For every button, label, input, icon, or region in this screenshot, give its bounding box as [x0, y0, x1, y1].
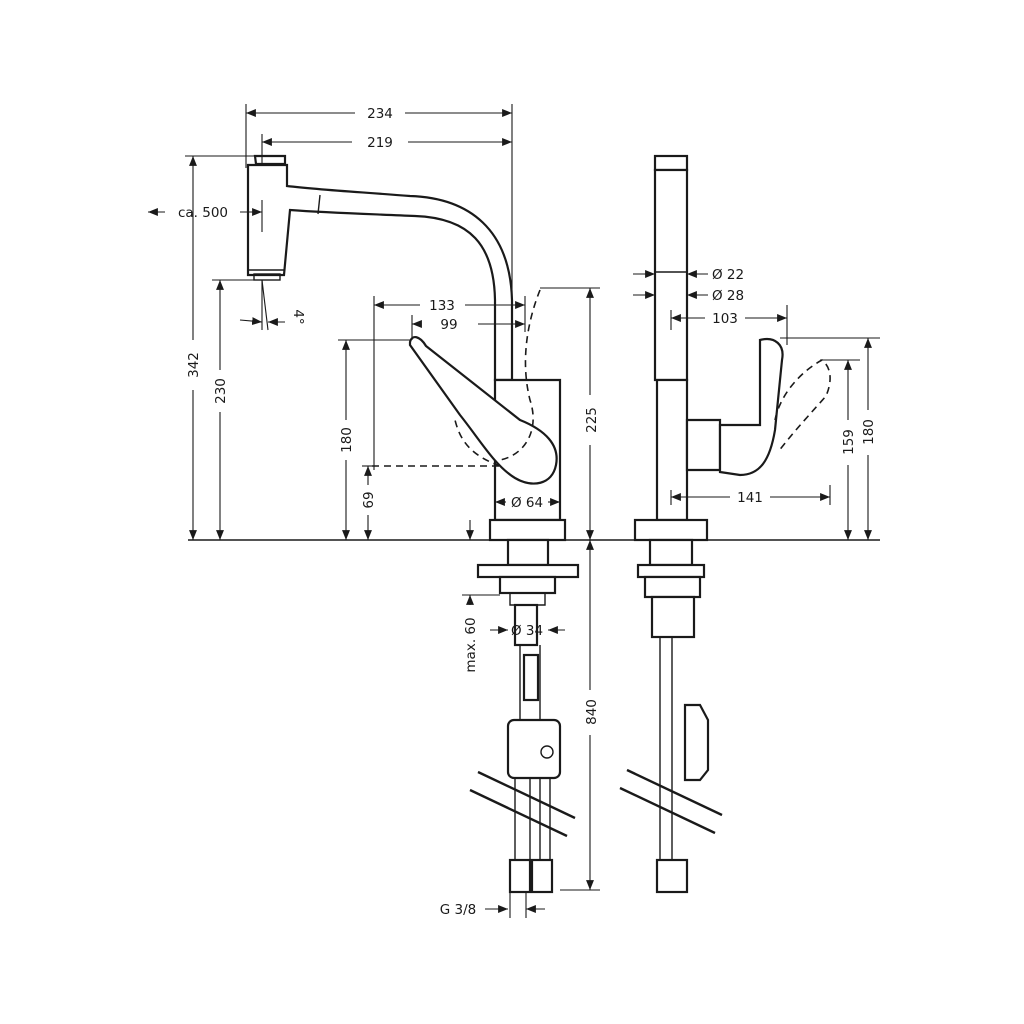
- dim-180-right: 180: [861, 419, 877, 445]
- weight-dot: [540, 745, 554, 759]
- dim-dia64: Ø 64: [511, 495, 543, 511]
- dimension-labels: 234 219 ca. 500 342 230 4° 133 99 180 69…: [178, 106, 877, 918]
- dim-103: 103: [712, 311, 738, 327]
- aerator: [253, 273, 281, 281]
- dim-840: 840: [584, 699, 600, 725]
- dimension-lines: [148, 104, 880, 918]
- front-body: [655, 378, 689, 522]
- front-connector: [655, 858, 689, 894]
- lever-alt-arc: [454, 419, 501, 467]
- front-shank: [650, 595, 696, 639]
- front-nut: [643, 575, 702, 599]
- faucet-base: [488, 518, 567, 542]
- dim-133: 133: [429, 298, 455, 314]
- connector-left: [508, 858, 532, 894]
- front-base: [633, 518, 709, 542]
- dim-342: 342: [186, 352, 202, 378]
- break-line-2: [469, 788, 568, 838]
- nut: [498, 575, 557, 595]
- dim-max60: max. 60: [463, 617, 479, 672]
- dim-69: 69: [361, 491, 377, 508]
- lever-alt-up: [499, 289, 541, 461]
- thread: [509, 593, 546, 606]
- mounting-plate: [476, 563, 580, 579]
- weight: [506, 718, 562, 780]
- front-break-1: [626, 768, 723, 817]
- dim-99: 99: [440, 317, 457, 333]
- dim-141: 141: [737, 490, 763, 506]
- front-shank-top: [648, 538, 694, 567]
- front-plate: [636, 563, 706, 579]
- connector-right: [530, 858, 554, 894]
- dim-159: 159: [841, 429, 857, 455]
- dim-234: 234: [367, 106, 393, 122]
- shank: [513, 603, 539, 647]
- dim-dia34: Ø 34: [511, 623, 543, 639]
- front-lever: [718, 337, 784, 477]
- shank-top: [506, 538, 550, 567]
- front-lever-alt: [774, 359, 831, 453]
- break-line-1: [477, 770, 576, 820]
- front-view: [600, 154, 880, 894]
- dim-g38: G 3/8: [440, 902, 476, 918]
- dim-dia28: Ø 28: [712, 288, 744, 304]
- dim-dia22: Ø 22: [712, 267, 744, 283]
- hose-fitting: [522, 653, 540, 702]
- dim-angle: 4°: [290, 309, 306, 324]
- front-weight: [683, 703, 710, 782]
- front-spout: [653, 168, 689, 382]
- front-lever-base: [685, 418, 722, 472]
- lever-handle: [408, 336, 558, 485]
- front-break-2: [619, 786, 716, 835]
- dim-ca500: ca. 500: [178, 205, 228, 221]
- spout-body: [246, 163, 514, 382]
- dim-219: 219: [367, 135, 393, 151]
- spout-tip: [253, 154, 287, 166]
- dim-225: 225: [584, 407, 600, 433]
- spout-seam: [317, 194, 321, 215]
- dim-230: 230: [213, 378, 229, 404]
- dim-180-left: 180: [339, 427, 355, 453]
- side-view: [188, 154, 600, 894]
- front-spout-top: [653, 154, 689, 172]
